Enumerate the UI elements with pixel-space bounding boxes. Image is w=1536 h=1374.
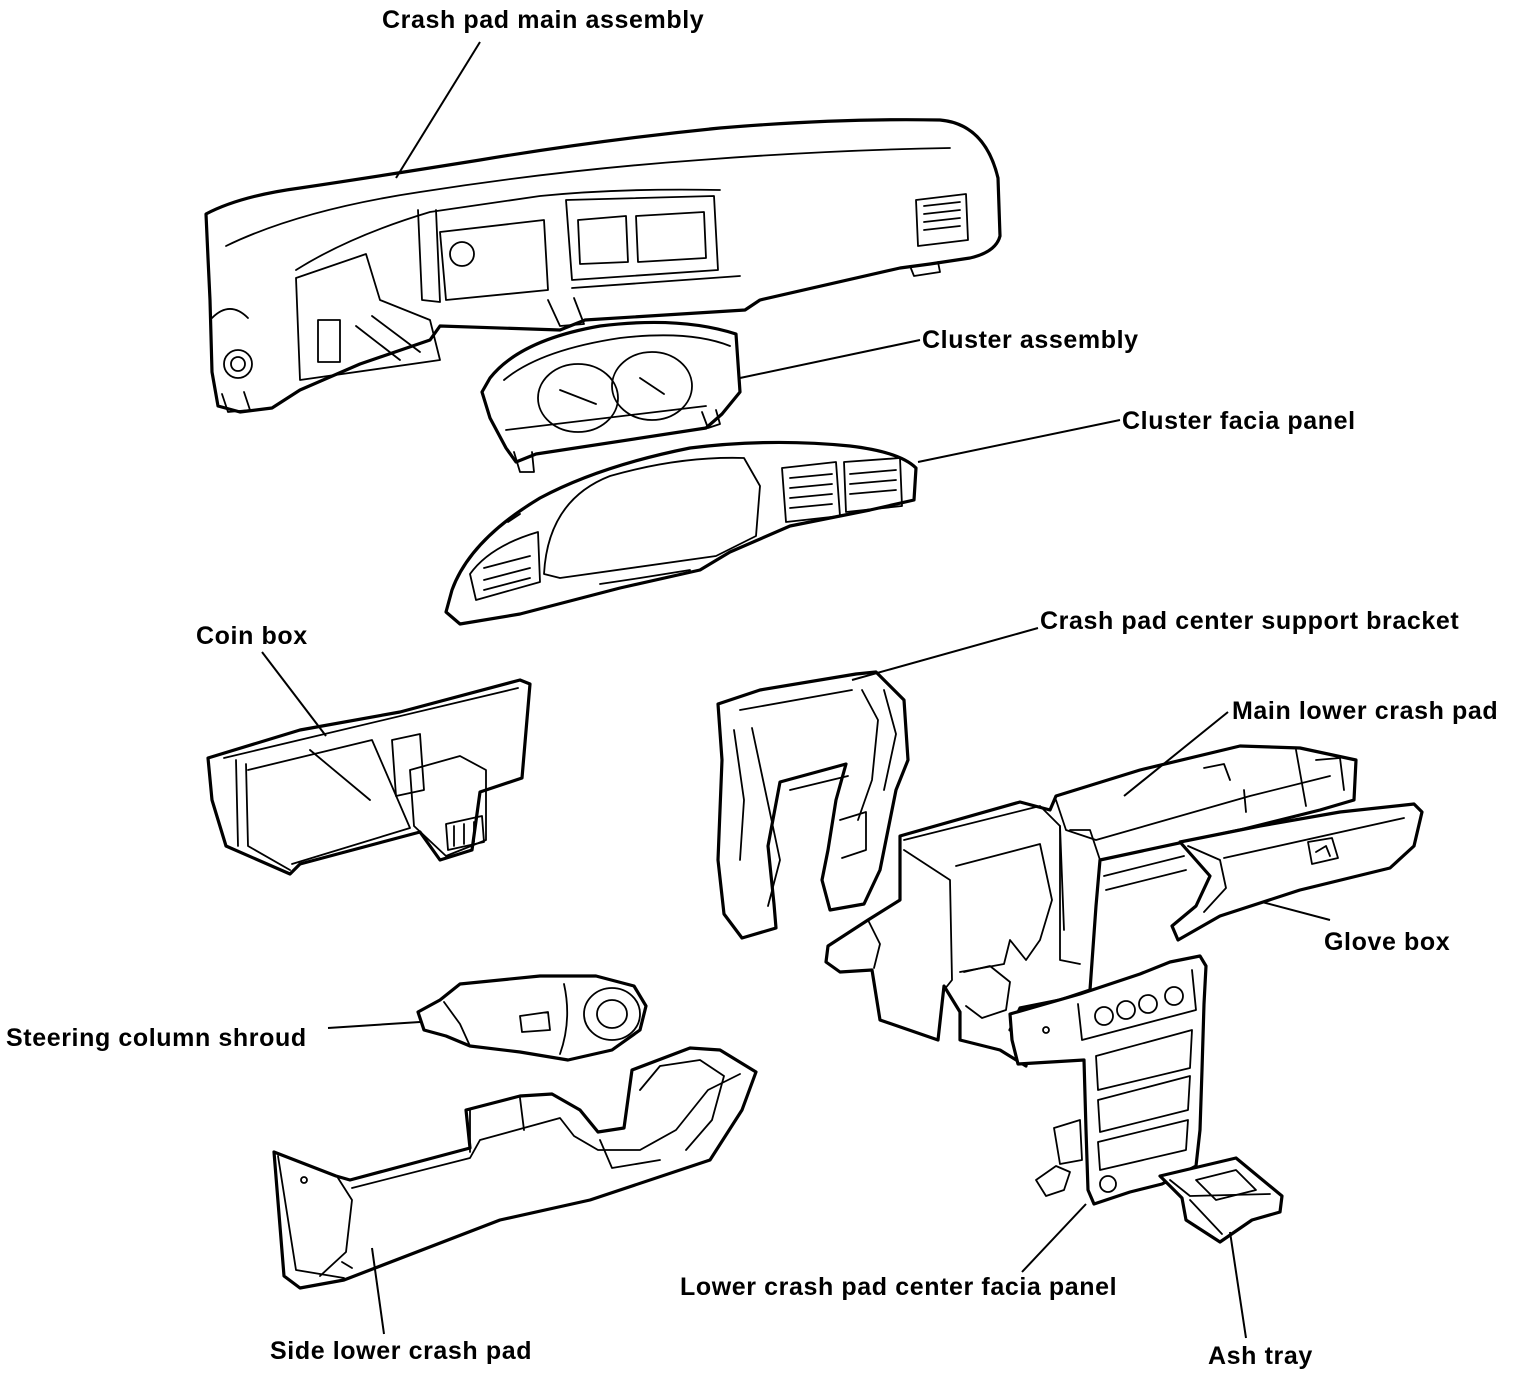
- leader-glove-box: [1261, 901, 1331, 921]
- cluster-assembly: [480, 320, 742, 473]
- leader-ash-tray: [1229, 1231, 1247, 1339]
- crash-pad-main-assembly: [204, 118, 1002, 414]
- label-ash-tray: Ash tray: [1208, 1342, 1313, 1370]
- leader-coin-box: [261, 651, 327, 737]
- label-crash-pad-main-assembly: Crash pad main assembly: [382, 6, 704, 34]
- label-cluster-assembly: Cluster assembly: [922, 326, 1139, 354]
- leader-lines: [261, 41, 1331, 1339]
- leader-crash-pad-main: [395, 41, 481, 179]
- steering-column-shroud: [416, 974, 648, 1062]
- leader-support-bracket: [851, 627, 1039, 681]
- label-main-lower-crash-pad: Main lower crash pad: [1232, 697, 1498, 725]
- label-glove-box: Glove box: [1324, 928, 1450, 956]
- leader-steering-shroud: [327, 1021, 421, 1029]
- side-lower-crash-pad: [272, 1046, 758, 1290]
- leader-cluster-facia: [917, 419, 1121, 463]
- main-lower-crash-pad: [824, 744, 1358, 1068]
- crash-pad-center-support-bracket: [716, 670, 910, 940]
- leader-main-lower: [1123, 711, 1229, 797]
- label-crash-pad-center-support-bracket: Crash pad center support bracket: [1040, 607, 1459, 635]
- leader-cluster-assembly: [739, 339, 921, 379]
- label-side-lower-crash-pad: Side lower crash pad: [270, 1337, 532, 1365]
- label-cluster-facia-panel: Cluster facia panel: [1122, 407, 1356, 435]
- leader-lower-center-facia: [1021, 1203, 1087, 1273]
- cluster-facia-panel: [444, 440, 918, 626]
- leader-side-lower: [371, 1247, 385, 1335]
- labels: Crash pad main assembly Cluster assembly…: [6, 6, 1498, 1370]
- label-coin-box: Coin box: [196, 622, 308, 650]
- ash-tray: [1158, 1156, 1284, 1244]
- coin-box: [206, 678, 532, 876]
- label-steering-column-shroud: Steering column shroud: [6, 1024, 307, 1052]
- label-lower-crash-pad-center-facia-panel: Lower crash pad center facia panel: [680, 1273, 1117, 1301]
- glove-box: [1170, 802, 1424, 942]
